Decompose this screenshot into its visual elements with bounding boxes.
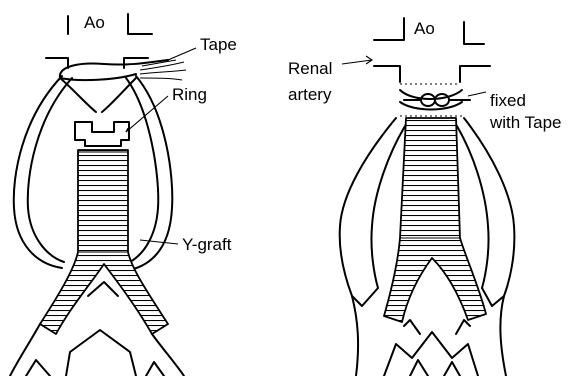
renal-artery-label-line2: artery	[288, 85, 332, 104]
fixed-label-line1: fixed	[490, 91, 526, 110]
renal-artery-label-line1: Renal	[288, 59, 332, 78]
left-tape	[60, 60, 186, 80]
left-aorta-label: Ao	[84, 13, 105, 32]
left-ring	[75, 122, 129, 146]
tape-label: Tape	[200, 35, 237, 54]
y-graft-label: Y-graft	[182, 235, 232, 254]
right-panel: Ao Renal artery fixed with Tape	[288, 18, 562, 376]
right-aorta-label: Ao	[414, 19, 435, 38]
left-panel: Ao Tape Ring Y-graft	[10, 13, 237, 376]
right-y-graft	[384, 118, 486, 322]
right-leaders	[342, 56, 486, 96]
fixed-label-line2: with Tape	[489, 113, 562, 132]
ring-label: Ring	[172, 85, 207, 104]
